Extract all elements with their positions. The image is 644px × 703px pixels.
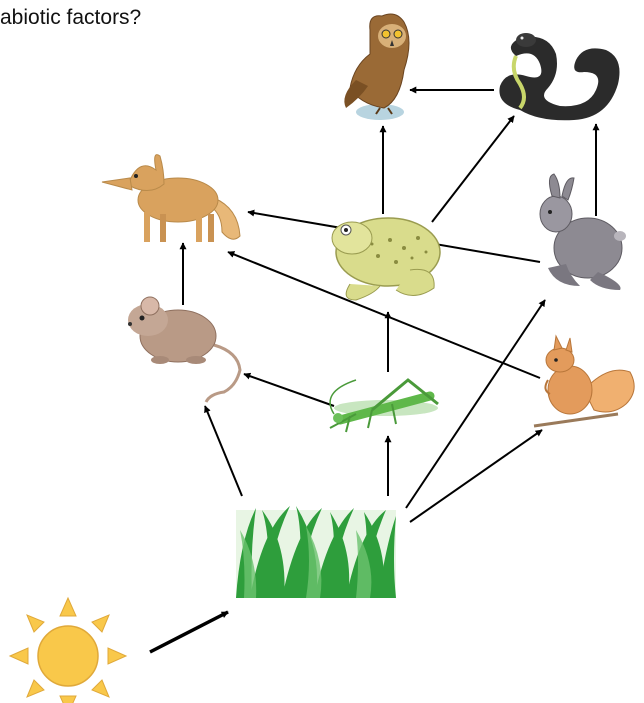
rabbit-icon (540, 174, 626, 290)
sun-icon (10, 598, 126, 703)
fox-icon (102, 155, 240, 242)
arrow-sun-to-grass (150, 612, 228, 652)
owl-icon (344, 14, 409, 120)
arrow-grasshopper-to-mouse (244, 374, 334, 406)
grass-icon (236, 506, 396, 598)
frog-icon (332, 218, 440, 300)
snake-icon (499, 33, 619, 120)
squirrel-icon (534, 336, 634, 426)
arrow-grass-to-squirrel (410, 430, 542, 522)
arrow-grass-to-mouse (205, 406, 242, 496)
arrow-frog-to-snake (432, 116, 514, 222)
mouse-icon (128, 297, 240, 402)
grasshopper-icon (330, 380, 438, 432)
